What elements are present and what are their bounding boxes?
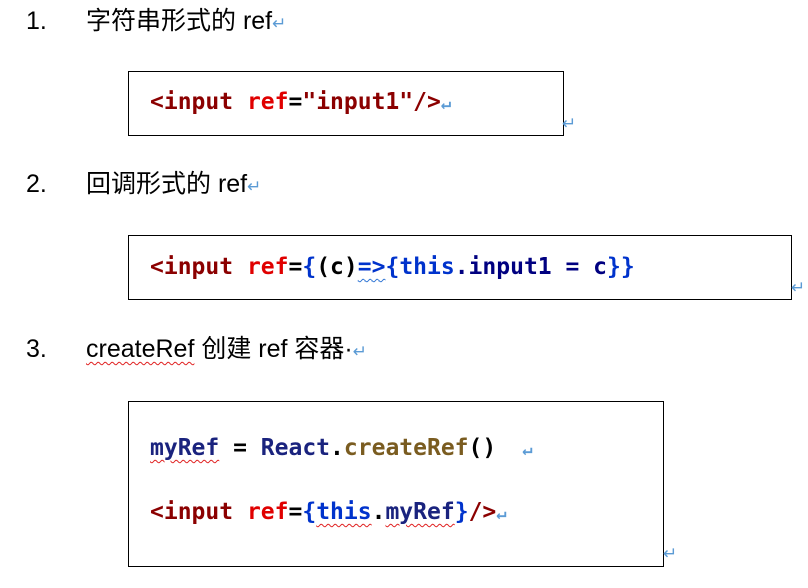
list-item-3: 3. createRef 创建 ref 容器·↵ xyxy=(26,334,367,367)
item-title: 字符串形式的 ref xyxy=(86,7,273,35)
paragraph-mark-icon: ↵ xyxy=(522,440,533,460)
code-line-3a: myRef = React.createRef()↵ xyxy=(150,435,533,461)
paragraph-mark-icon: ↵ xyxy=(247,177,262,196)
code-box-1 xyxy=(128,71,564,136)
list-item-2: 2. 回调形式的 ref↵ xyxy=(26,169,261,202)
item-number: 3. xyxy=(26,335,47,363)
item-number: 2. xyxy=(26,170,47,198)
code-line-2: <input ref={(c)=>{this.input1 = c}} xyxy=(150,254,635,280)
code-line-3b: <input ref={this.myRef}/>↵ xyxy=(150,499,507,525)
paragraph-mark-icon: ↵ xyxy=(562,114,577,133)
item-title-createref: createRef xyxy=(86,335,195,363)
item-title: 回调形式的 ref xyxy=(86,170,248,198)
code-line-1: <input ref="input1"/>↵ xyxy=(150,89,452,115)
code-box-2 xyxy=(128,235,792,300)
paragraph-mark-icon: ↵ xyxy=(272,14,287,33)
paragraph-mark-icon: ↵ xyxy=(496,504,507,524)
item-title-rest: 创建 ref 容器· xyxy=(194,335,353,363)
paragraph-mark-icon: ↵ xyxy=(440,94,452,114)
paragraph-mark-icon: ↵ xyxy=(352,342,367,361)
item-number: 1. xyxy=(26,7,47,35)
paragraph-mark-icon: ↵ xyxy=(791,278,806,297)
list-item-1: 1. 字符串形式的 ref↵ xyxy=(26,6,286,39)
paragraph-mark-icon: ↵ xyxy=(663,544,678,563)
code-box-3 xyxy=(128,401,664,567)
